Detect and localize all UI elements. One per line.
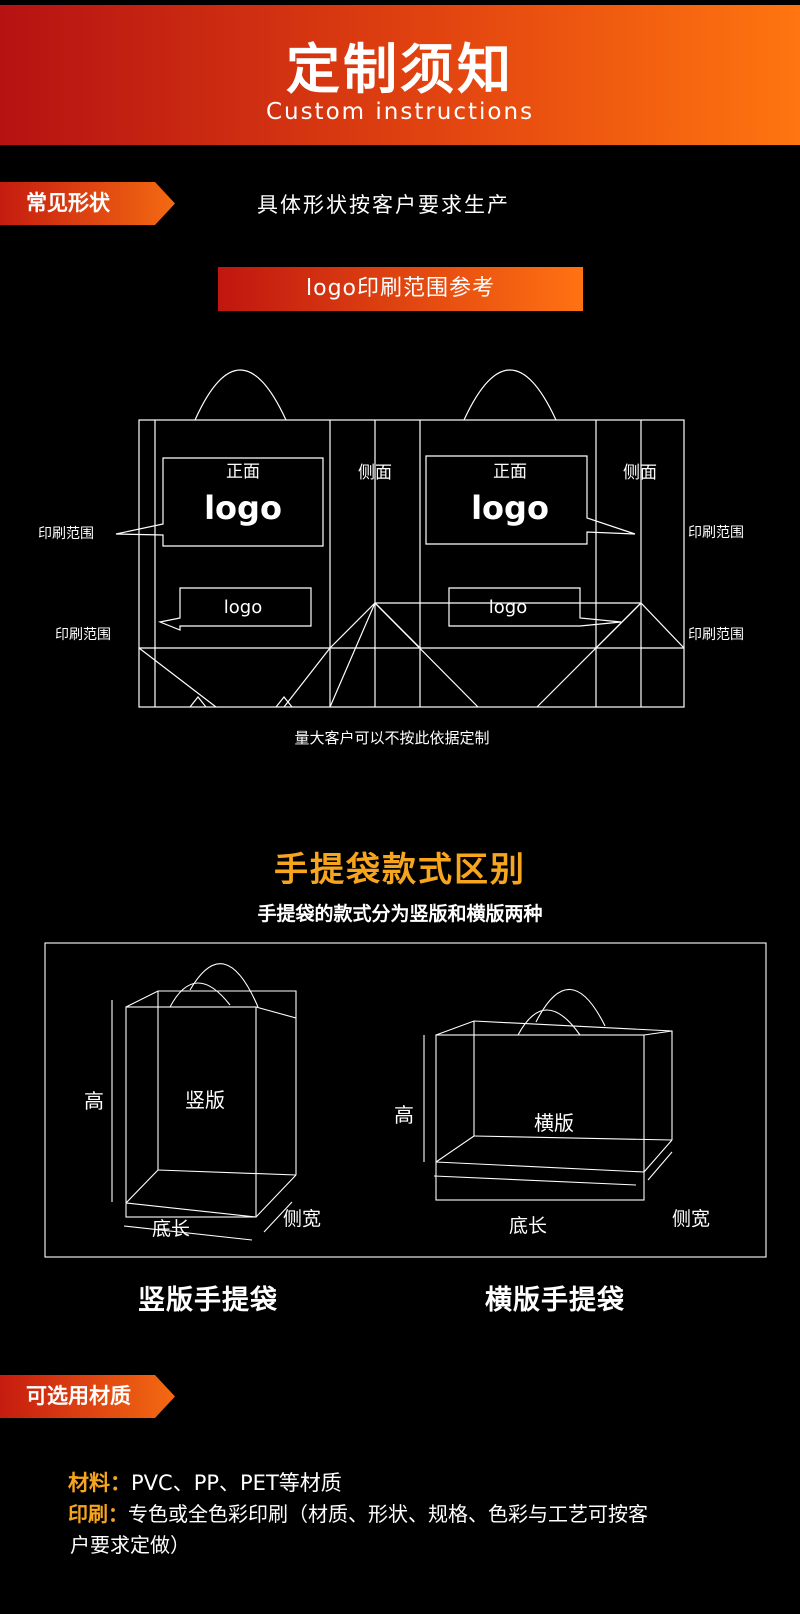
logo-box-front-left bbox=[115, 457, 324, 547]
page-title: 定制须知 bbox=[286, 38, 514, 101]
logo-large-right: logo bbox=[471, 489, 549, 527]
print-area-label-4: 印刷范围 bbox=[688, 626, 744, 643]
shape-section-tag: 常见形状 bbox=[0, 182, 175, 225]
logo-small-right: logo bbox=[489, 597, 527, 618]
front-label-right: 正面 bbox=[493, 462, 527, 482]
vertical-bag-caption: 竖版手提袋 bbox=[138, 1285, 278, 1316]
horizontal-bag-drawing bbox=[423, 988, 673, 1201]
header-banner: 定制须知 Custom instructions bbox=[0, 5, 800, 145]
page-subtitle: Custom instructions bbox=[265, 99, 535, 125]
print-value-line1: 专色或全色彩印刷（材质、形状、规格、色彩与工艺可按客 bbox=[128, 1502, 648, 1526]
print-label: 印刷： bbox=[68, 1502, 128, 1526]
logo-large-left: logo bbox=[204, 489, 282, 527]
material-line: 材料：PVC、PP、PET等材质 bbox=[68, 1467, 342, 1497]
handle-left bbox=[194, 369, 287, 421]
material-label: 材料： bbox=[68, 1471, 131, 1495]
vertical-inner-label: 竖版 bbox=[185, 1088, 225, 1112]
logo-range-bar: logo印刷范围参考 bbox=[218, 267, 583, 311]
horizontal-length-label: 底长 bbox=[509, 1215, 547, 1237]
vertical-width-label: 侧宽 bbox=[283, 1208, 321, 1230]
bag-layout-diagram: 正面 logo 侧面 正面 logo 侧面 logo logo 印刷范围 印刷范… bbox=[38, 369, 744, 747]
small-logo-box-left bbox=[157, 587, 312, 631]
material-section-tag: 可选用材质 bbox=[0, 1375, 175, 1418]
horizontal-height-label: 高 bbox=[394, 1103, 414, 1127]
layout-frame bbox=[138, 419, 685, 708]
print-value-line2: 户要求定做） bbox=[70, 1533, 190, 1557]
logo-small-left: logo bbox=[224, 597, 262, 618]
side-label-left: 侧面 bbox=[358, 463, 392, 483]
side-label-right: 侧面 bbox=[623, 463, 657, 483]
vertical-length-label: 底长 bbox=[152, 1218, 190, 1240]
layout-note: 量大客户可以不按此依据定制 bbox=[294, 729, 489, 747]
front-label-left: 正面 bbox=[226, 462, 260, 482]
material-value: PVC、PP、PET等材质 bbox=[131, 1471, 342, 1495]
print-area-label-2: 印刷范围 bbox=[55, 626, 111, 643]
handle-right bbox=[463, 369, 557, 421]
style-section-title: 手提袋款式区别 bbox=[274, 850, 526, 890]
small-logo-box-right bbox=[448, 587, 622, 627]
style-frame bbox=[44, 942, 767, 1258]
horizontal-bag-caption: 横版手提袋 bbox=[485, 1285, 625, 1316]
horizontal-width-label: 侧宽 bbox=[672, 1208, 710, 1230]
print-line: 印刷：专色或全色彩印刷（材质、形状、规格、色彩与工艺可按客 bbox=[68, 1498, 648, 1527]
bag-style-diagram: 高 竖版 底长 侧宽 高 横版 底长 侧宽 bbox=[44, 942, 767, 1258]
shape-section-text: 具体形状按客户要求生产 bbox=[257, 193, 510, 217]
logo-box-front-right bbox=[425, 455, 636, 545]
style-section-subtitle: 手提袋的款式分为竖版和横版两种 bbox=[257, 903, 543, 925]
vertical-height-label: 高 bbox=[84, 1089, 104, 1113]
horizontal-inner-label: 横版 bbox=[534, 1111, 574, 1135]
print-area-label-3: 印刷范围 bbox=[688, 524, 744, 541]
vertical-bag-drawing bbox=[111, 963, 297, 1241]
print-area-label-1: 印刷范围 bbox=[38, 525, 94, 542]
